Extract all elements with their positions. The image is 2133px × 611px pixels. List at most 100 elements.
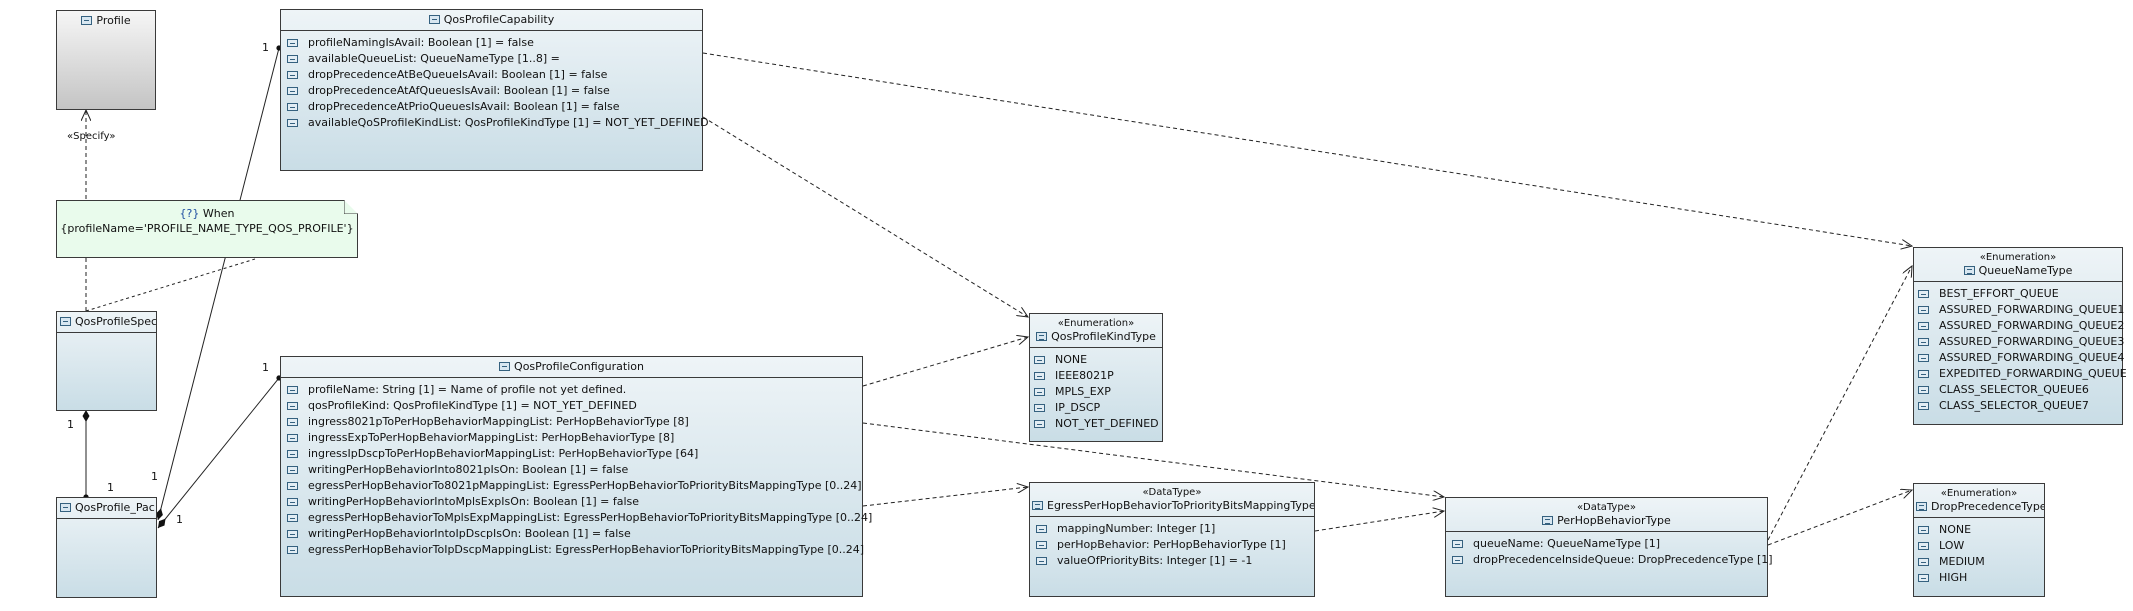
enum-literal[interactable]: CLASS_SELECTOR_QUEUE7 (1918, 398, 2122, 414)
capability-kind-dependency (702, 116, 1028, 317)
attribute-row[interactable]: dropPrecedenceInsideQueue: DropPrecedenc… (1452, 552, 1773, 568)
multiplicity-pac-from-spec: 1 (107, 481, 114, 494)
attribute-row-text: ingressExpToPerHopBehaviorMappingList: P… (308, 431, 675, 444)
enum-literal-text: HIGH (1939, 571, 1968, 584)
attribute-row-text: mappingNumber: Integer [1] (1057, 522, 1216, 535)
enum-literal[interactable]: IP_DSCP (1034, 400, 1162, 416)
attribute-row[interactable]: dropPrecedenceAtPrioQueuesIsAvail: Boole… (287, 99, 702, 115)
attribute-icon (287, 434, 298, 442)
enum-literal[interactable]: NONE (1918, 522, 2044, 538)
multiplicity-capability-end: 1 (262, 41, 269, 54)
enum-literal[interactable]: HIGH (1918, 570, 2044, 586)
egress-mapping-datatype[interactable]: «DataType» EgressPerHopBehaviorToPriorit… (1029, 482, 1315, 597)
multiplicity-spec-end: 1 (67, 418, 74, 431)
class-name: QosProfileCapability (443, 13, 555, 26)
attribute-icon (287, 418, 298, 426)
qos-profile-spec-class[interactable]: QosProfileSpec (56, 311, 157, 411)
enum-literal[interactable]: NONE (1034, 352, 1162, 368)
specify-label: «Specify» (67, 131, 116, 142)
class-name: Profile (96, 14, 131, 27)
enum-literal-text: ASSURED_FORWARDING_QUEUE4 (1939, 351, 2125, 364)
enum-literal[interactable]: ASSURED_FORWARDING_QUEUE3 (1918, 334, 2125, 350)
enum-literal-text: CLASS_SELECTOR_QUEUE6 (1939, 383, 2089, 396)
enumeration-icon (1963, 266, 1975, 275)
attribute-row[interactable]: dropPrecedenceAtAfQueuesIsAvail: Boolean… (287, 83, 702, 99)
literal-icon (1034, 404, 1045, 412)
enum-literal[interactable]: IEEE8021P (1034, 368, 1162, 384)
literal-icon (1918, 526, 1929, 534)
attribute-row[interactable]: dropPrecedenceAtBeQueueIsAvail: Boolean … (287, 67, 702, 83)
enum-literal-text: ASSURED_FORWARDING_QUEUE1 (1939, 303, 2125, 316)
pac-configuration-composition (157, 375, 282, 529)
multiplicity-pac-to-configuration: 1 (176, 513, 183, 526)
enum-literal[interactable]: ASSURED_FORWARDING_QUEUE2 (1918, 318, 2124, 334)
qos-profile-capability-class[interactable]: QosProfileCapability profileNamingIsAvai… (280, 9, 709, 171)
literal-icon (1034, 372, 1045, 380)
attribute-row[interactable]: mappingNumber: Integer [1] (1036, 521, 1314, 537)
attribute-row-text: valueOfPriorityBits: Integer [1] = -1 (1057, 554, 1253, 567)
enum-literal[interactable]: LOW (1918, 538, 2044, 554)
stereotype-label: «DataType» (1142, 487, 1202, 498)
phb-queue-dependency (1767, 266, 1912, 541)
attribute-row[interactable]: egressPerHopBehaviorToMplsExpMappingList… (287, 510, 872, 526)
enum-literal-text: NONE (1939, 523, 1972, 536)
literal-icon (1034, 356, 1045, 364)
enum-literal-text: ASSURED_FORWARDING_QUEUE3 (1939, 335, 2125, 348)
attribute-row[interactable]: writingPerHopBehaviorIntoMplsExpIsOn: Bo… (287, 494, 862, 510)
enum-literal[interactable]: ASSURED_FORWARDING_QUEUE4 (1918, 350, 2125, 366)
attribute-row[interactable]: egressPerHopBehaviorToIpDscpMappingList:… (287, 542, 864, 558)
literal-icon (1918, 306, 1929, 314)
attribute-row-text: profileNamingIsAvail: Boolean [1] = fals… (308, 36, 534, 49)
class-icon (60, 317, 71, 326)
attribute-row[interactable]: profileName: String [1] = Name of profil… (287, 382, 862, 398)
attribute-row[interactable]: queueName: QueueNameType [1] (1452, 536, 1767, 552)
attribute-row[interactable]: egressPerHopBehaviorTo8021pMappingList: … (287, 478, 862, 494)
note-corner-fold (344, 200, 358, 214)
attribute-icon (1036, 525, 1047, 533)
enum-literal[interactable]: BEST_EFFORT_QUEUE (1918, 286, 2122, 302)
enum-literal-text: IEEE8021P (1055, 369, 1114, 382)
attribute-icon (287, 71, 298, 79)
stereotype-label: «Enumeration» (1057, 318, 1135, 329)
attribute-icon (287, 119, 298, 127)
attribute-icon (287, 87, 298, 95)
enum-literal[interactable]: MEDIUM (1918, 554, 2044, 570)
literal-icon (1918, 370, 1929, 378)
attribute-row-text: availableQoSProfileKindList: QosProfileK… (308, 116, 709, 129)
enumeration-icon (1036, 332, 1048, 341)
enum-literal[interactable]: CLASS_SELECTOR_QUEUE6 (1918, 382, 2122, 398)
enum-literal-text: NONE (1055, 353, 1088, 366)
enum-literal[interactable]: EXPEDITED_FORWARDING_QUEUE (1918, 366, 2127, 382)
enumeration-icon (1916, 502, 1927, 511)
attribute-row-text: ingress8021pToPerHopBehaviorMappingList:… (308, 415, 689, 428)
attribute-row[interactable]: availableQoSProfileKindList: QosProfileK… (287, 115, 709, 131)
qos-profile-pac-class[interactable]: QosProfile_Pac (56, 497, 157, 598)
queue-name-type-enum[interactable]: «Enumeration» QueueNameType BEST_EFFORT_… (1913, 247, 2127, 425)
attribute-icon (1452, 556, 1463, 564)
attribute-row[interactable]: perHopBehavior: PerHopBehaviorType [1] (1036, 537, 1314, 553)
profile-class[interactable]: Profile (56, 10, 156, 110)
attribute-row[interactable]: availableQueueList: QueueNameType [1..8]… (287, 51, 702, 67)
attribute-row[interactable]: ingress8021pToPerHopBehaviorMappingList:… (287, 414, 862, 430)
qos-profile-configuration-class[interactable]: QosProfileConfiguration profileName: Str… (280, 356, 872, 597)
attribute-row[interactable]: ingressExpToPerHopBehaviorMappingList: P… (287, 430, 862, 446)
attribute-row-text: dropPrecedenceAtAfQueuesIsAvail: Boolean… (308, 84, 610, 97)
constraint-note[interactable]: {?} When {profileName='PROFILE_NAME_TYPE… (56, 200, 358, 258)
enum-literal[interactable]: MPLS_EXP (1034, 384, 1162, 400)
attribute-row[interactable]: qosProfileKind: QosProfileKindType [1] =… (287, 398, 862, 414)
attribute-icon (1452, 540, 1463, 548)
per-hop-behavior-datatype[interactable]: «DataType» PerHopBehaviorType queueName:… (1445, 497, 1773, 597)
attribute-row[interactable]: writingPerHopBehaviorIntoIpDscpIsOn: Boo… (287, 526, 862, 542)
attribute-row[interactable]: valueOfPriorityBits: Integer [1] = -1 (1036, 553, 1314, 569)
attribute-row[interactable]: ingressIpDscpToPerHopBehaviorMappingList… (287, 446, 862, 462)
attribute-row[interactable]: writingPerHopBehaviorInto8021pIsOn: Bool… (287, 462, 862, 478)
attribute-row[interactable]: profileNamingIsAvail: Boolean [1] = fals… (287, 35, 702, 51)
enum-literal[interactable]: ASSURED_FORWARDING_QUEUE1 (1918, 302, 2125, 318)
attribute-list: queueName: QueueNameType [1]dropPreceden… (1446, 532, 1773, 568)
enum-literal[interactable]: NOT_YET_DEFINED (1034, 416, 1162, 432)
